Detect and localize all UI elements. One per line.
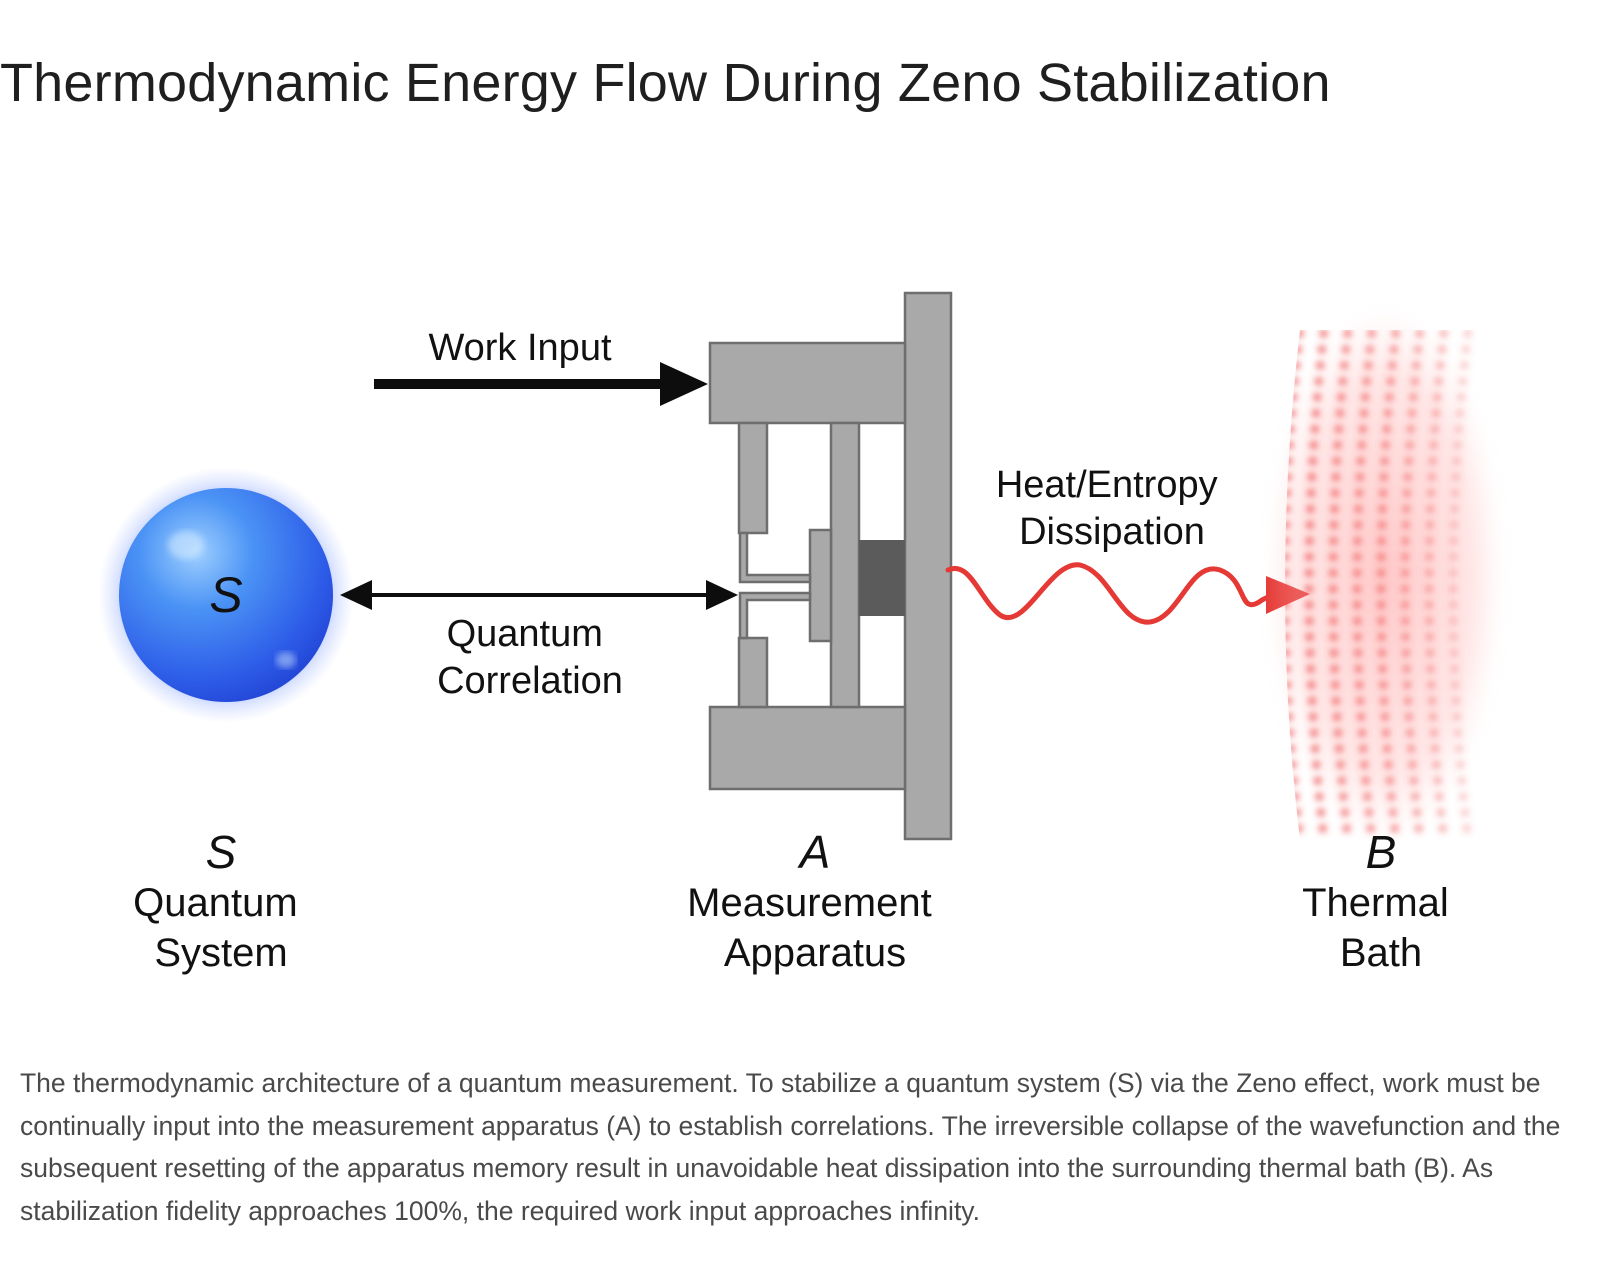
- bath-symbol: B: [1366, 826, 1397, 878]
- apparatus-name: Measurement Apparatus: [687, 881, 943, 975]
- measurement-apparatus: [708, 291, 953, 841]
- sphere-label: S: [209, 567, 242, 623]
- bath-name: Thermal Bath: [1302, 881, 1460, 975]
- thermal-bath: [1265, 305, 1505, 845]
- quantum-correlation-line-2: Correlation: [437, 660, 623, 702]
- bath-name-line-1: Thermal: [1302, 881, 1449, 925]
- quantum-correlation-label: Quantum Correlation: [437, 613, 623, 702]
- system-name-line-2: System: [154, 931, 287, 975]
- apparatus-caption: A Measurement Apparatus: [687, 826, 943, 975]
- figure-caption: The thermodynamic architecture of a quan…: [20, 1068, 1561, 1226]
- system-name: Quantum System: [133, 881, 309, 975]
- apparatus-symbol: A: [797, 826, 831, 878]
- page-title: Thermodynamic Energy Flow During Zeno St…: [0, 53, 1331, 113]
- quantum-correlation-line-1: Quantum: [447, 613, 603, 655]
- work-input-arrow: [374, 362, 708, 406]
- system-name-line-1: Quantum: [133, 881, 298, 925]
- system-symbol: S: [206, 826, 237, 878]
- quantum-correlation-arrow: [340, 580, 738, 610]
- bath-name-line-2: Bath: [1340, 931, 1422, 975]
- heat-dissipation-arrow: [945, 562, 1310, 625]
- bath-caption: B Thermal Bath: [1302, 826, 1460, 975]
- heat-dissipation-label: Heat/Entropy Dissipation: [996, 464, 1228, 553]
- quantum-system-sphere: S: [98, 467, 354, 723]
- work-input-label: Work Input: [428, 327, 611, 369]
- system-caption: S Quantum System: [133, 826, 309, 975]
- apparatus-name-line-1: Measurement: [687, 881, 932, 925]
- apparatus-name-line-2: Apparatus: [724, 931, 906, 975]
- heat-dissipation-line-2: Dissipation: [1019, 511, 1205, 553]
- heat-dissipation-line-1: Heat/Entropy: [996, 464, 1218, 506]
- energy-flow-diagram: S Work Input Quantum Correlation Heat/En…: [98, 291, 1505, 975]
